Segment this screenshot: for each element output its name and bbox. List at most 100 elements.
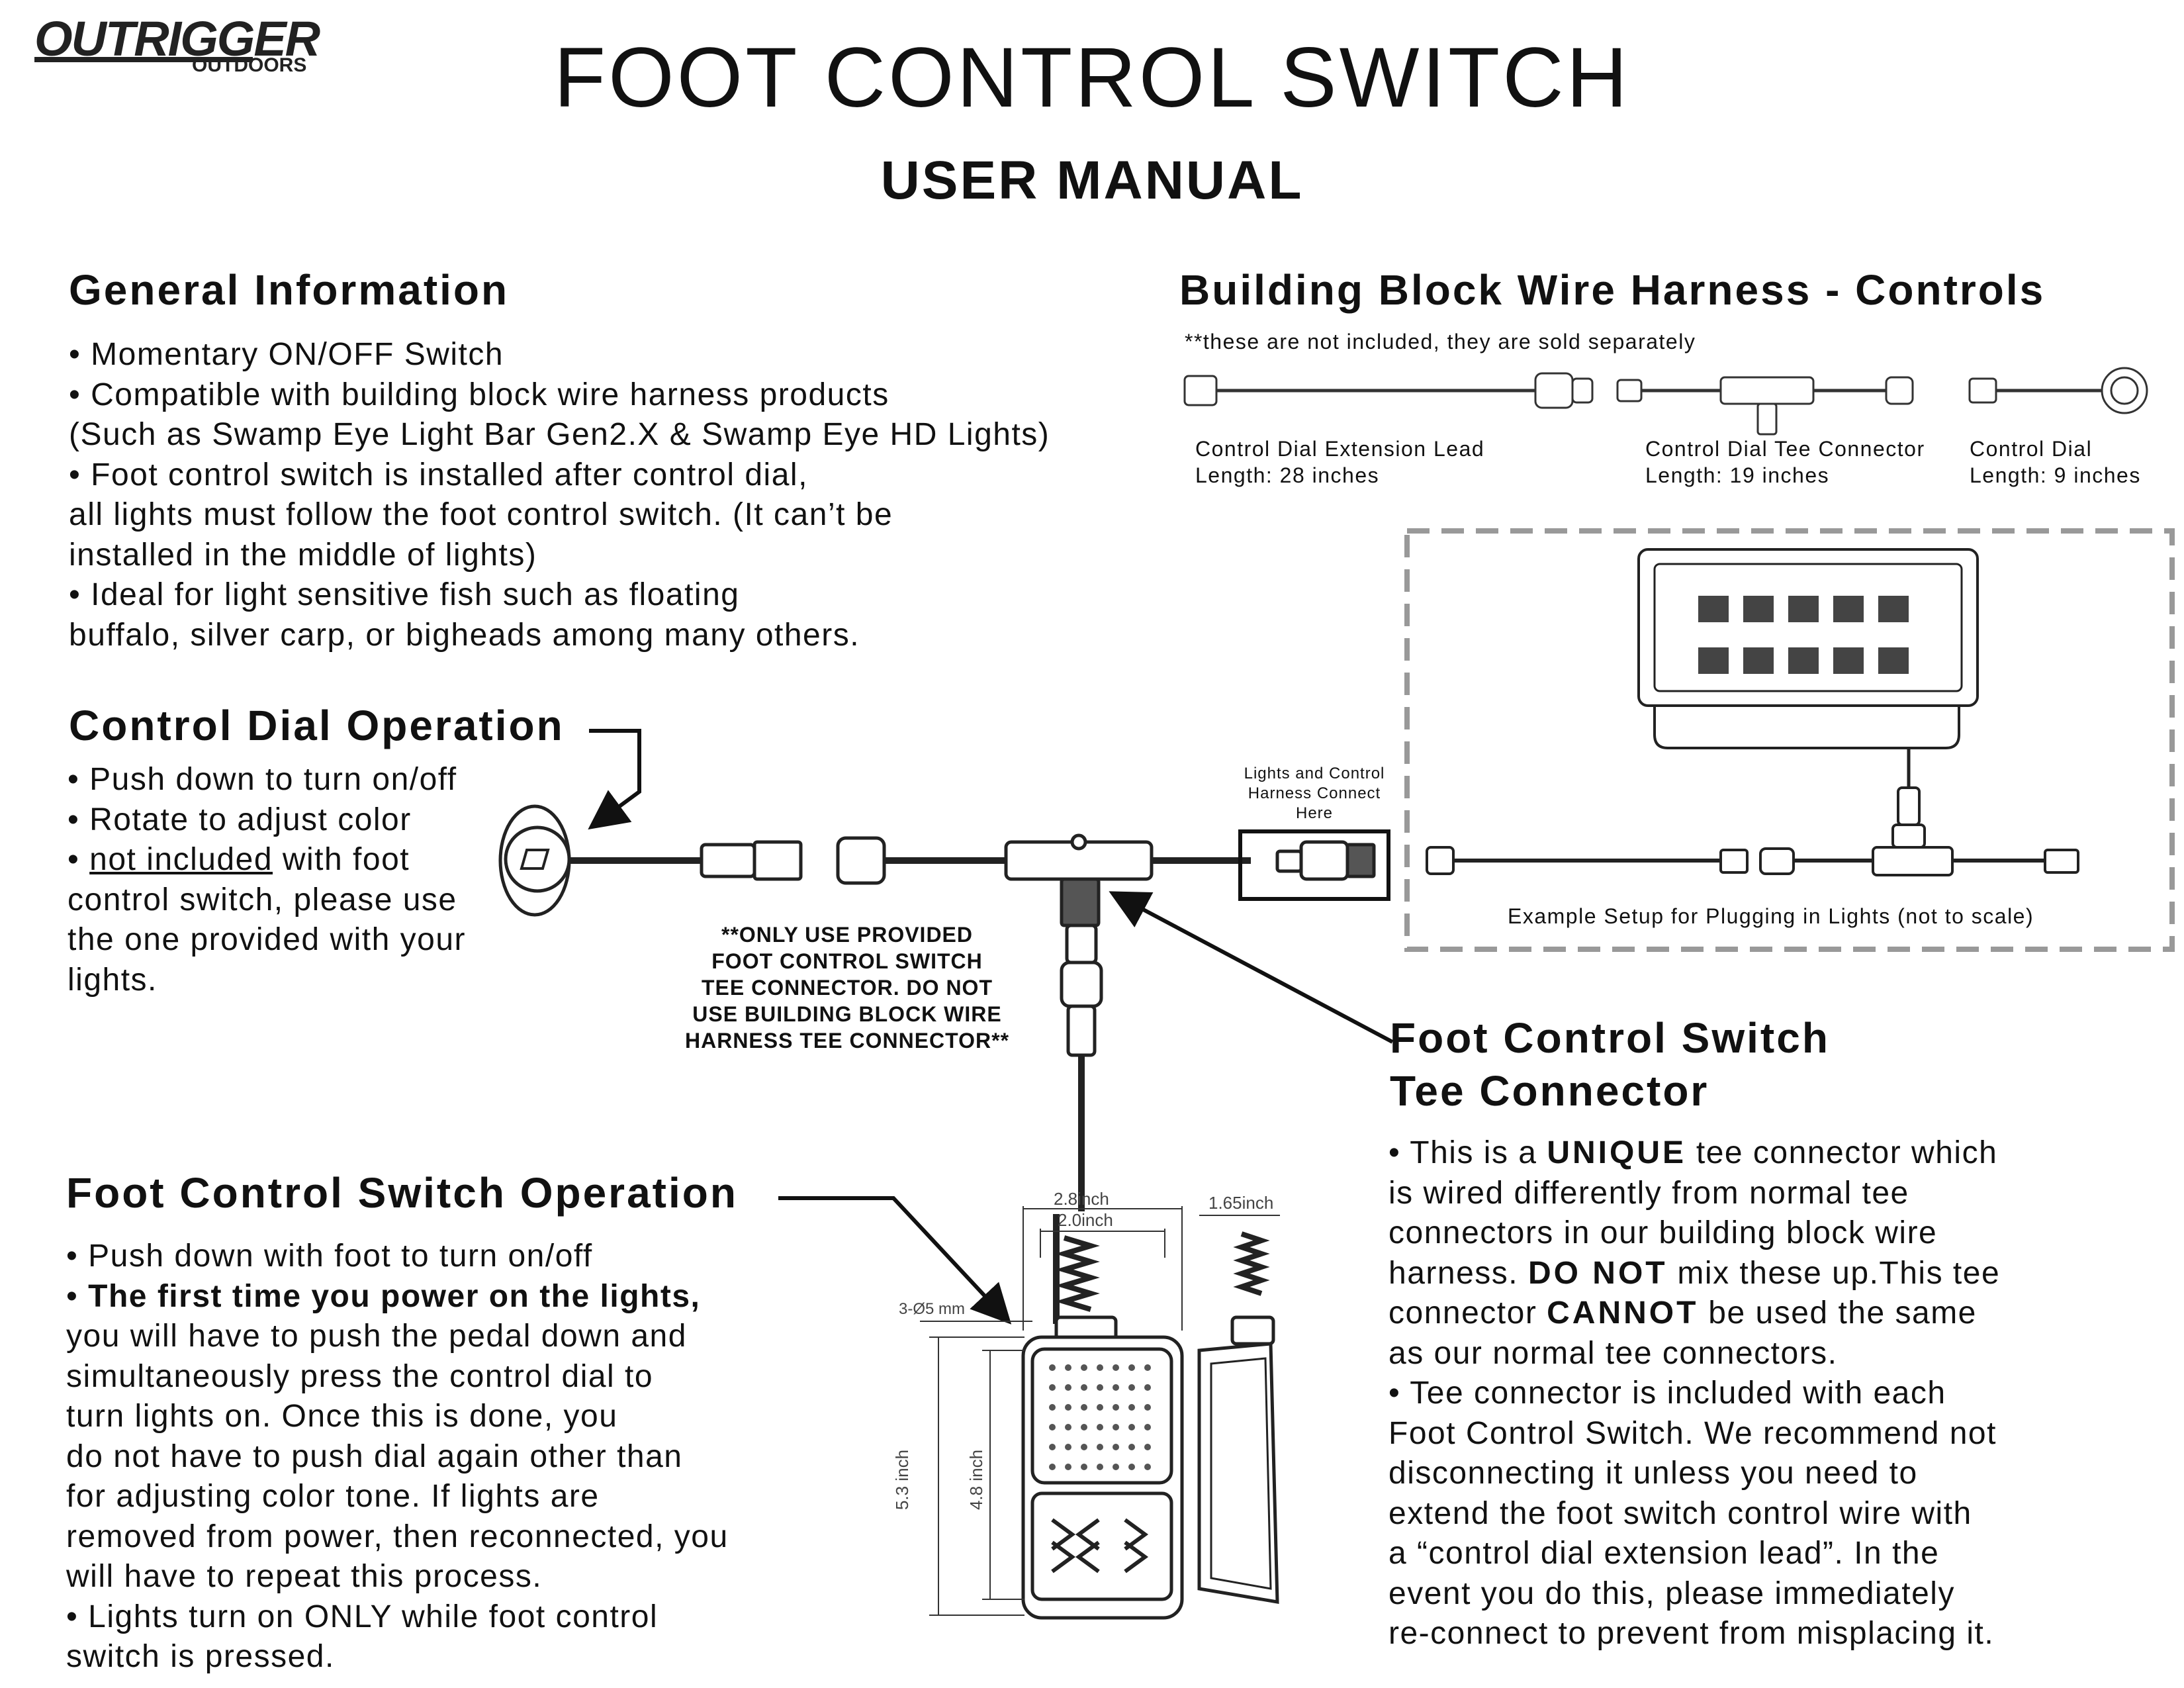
- warning-line: HARNESS TEE CONNECTOR**: [684, 1029, 1010, 1053]
- foot-callout-arrow: [778, 1196, 1012, 1325]
- dim-width-outer: 2.8inch: [1054, 1189, 1109, 1209]
- general-line: all lights must follow the foot control …: [69, 497, 893, 532]
- foot-line: switch is pressed.: [66, 1639, 335, 1674]
- harness-item-tee: Control Dial Tee Connector Length: 19 in…: [1645, 436, 1925, 489]
- foot-pedal-front-drawing: [1021, 1214, 1184, 1620]
- tee-text: • This is a: [1388, 1135, 1547, 1170]
- brand-logo: OUTRIGGER: [34, 11, 320, 66]
- page-title: FOOT CONTROL SWITCH: [553, 30, 1631, 125]
- harness-item-length: Length: 19 inches: [1645, 463, 1830, 487]
- dial-heading: Control Dial Operation: [69, 702, 565, 749]
- tee-heading-line: Tee Connector: [1390, 1067, 1709, 1115]
- harness-heading: Building Block Wire Harness - Controls: [1179, 266, 2046, 314]
- dim-depth: 1.65inch: [1208, 1193, 1274, 1213]
- cannot-emphasis: CANNOT: [1547, 1295, 1699, 1331]
- harness-item-length: Length: 9 inches: [1970, 463, 2141, 487]
- foot-pedal-side-drawing: [1197, 1231, 1279, 1604]
- foot-line: will have to repeat this process.: [66, 1559, 543, 1594]
- dial-line: the one provided with your: [68, 922, 467, 957]
- general-line: • Ideal for light sensitive fish such as…: [69, 577, 740, 612]
- dim-hole: 3-Ø5 mm: [899, 1300, 966, 1318]
- harness-item-length: Length: 28 inches: [1195, 463, 1380, 487]
- extension-lead-drawing: [1183, 372, 1594, 409]
- general-line: buffalo, silver carp, or bigheads among …: [69, 617, 860, 653]
- logo-underline: [34, 57, 253, 62]
- tee-text: harness.: [1388, 1255, 1528, 1291]
- dial-line: • Rotate to adjust color: [68, 802, 412, 837]
- main-control-dial: [498, 804, 571, 917]
- warning-line: TEE CONNECTOR. DO NOT: [702, 976, 993, 1000]
- connect-here-box: [1238, 829, 1390, 901]
- tee-line: is wired differently from normal tee: [1388, 1175, 1909, 1211]
- harness-item-name: Control Dial Tee Connector: [1645, 437, 1925, 461]
- dial-line: • not included with foot: [68, 840, 466, 880]
- tee-line: disconnecting it unless you need to: [1388, 1456, 1918, 1491]
- harness-note: **these are not included, they are sold …: [1185, 330, 1696, 353]
- tee-line: connectors in our building block wire: [1388, 1215, 1938, 1250]
- tee-heading: Foot Control Switch Tee Connector: [1390, 1011, 1830, 1117]
- dial-callout-arrow: [588, 729, 641, 830]
- tee-text: connector: [1388, 1295, 1547, 1331]
- tee-text: be used the same: [1698, 1295, 1977, 1331]
- light-fixture-drawing: [1637, 548, 1979, 849]
- dial-line: lights.: [68, 962, 158, 998]
- general-line: installed in the middle of lights): [69, 537, 537, 573]
- tee-callout-arrow: [1109, 891, 1394, 1044]
- general-info-list: • Momentary ON/OFF Switch • Compatible w…: [69, 335, 1050, 655]
- example-setup-box: [1404, 528, 2175, 952]
- foot-line: do not have to push dial again other tha…: [66, 1438, 683, 1474]
- first-time-emphasis: The first time you power on the lights,: [88, 1278, 701, 1314]
- tee-line: Foot Control Switch. We recommend not: [1388, 1415, 1997, 1451]
- tee-line: connector CANNOT be used the same: [1388, 1293, 2000, 1334]
- example-harness-drawing: [1426, 846, 2079, 876]
- tee-line: re-connect to prevent from misplacing it…: [1388, 1616, 1995, 1651]
- dimension-lines: [920, 1206, 1280, 1616]
- control-dial-drawing: [1968, 367, 2148, 414]
- foot-info-list: • Push down with foot to turn on/off • T…: [66, 1237, 729, 1677]
- tee-line: • Tee connector is included with each: [1388, 1376, 1946, 1411]
- dial-bullet: •: [68, 842, 90, 877]
- foot-line: • Push down with foot to turn on/off: [66, 1239, 593, 1274]
- tee-line: harness. DO NOT mix these up.This tee: [1388, 1254, 2000, 1294]
- tee-text: tee connector which: [1686, 1135, 1998, 1170]
- tee-connector-drawing: [1616, 376, 1914, 436]
- foot-line: you will have to push the pedal down and: [66, 1319, 687, 1354]
- foot-text: •: [66, 1278, 89, 1314]
- connect-line: Here: [1295, 804, 1334, 822]
- example-caption: Example Setup for Plugging in Lights (no…: [1508, 904, 2034, 928]
- main-harness-drawing: [569, 833, 1376, 1211]
- connect-line: Harness Connect: [1248, 784, 1381, 802]
- not-included-text: not included: [89, 842, 273, 877]
- foot-line: removed from power, then reconnected, yo…: [66, 1519, 729, 1554]
- tee-line: event you do this, please immediately: [1388, 1575, 1955, 1611]
- foot-heading: Foot Control Switch Operation: [66, 1169, 738, 1217]
- dial-line: • Push down to turn on/off: [68, 762, 457, 797]
- general-line: • Foot control switch is installed after…: [69, 457, 808, 492]
- harness-item-extension: Control Dial Extension Lead Length: 28 i…: [1195, 436, 1484, 489]
- tee-line: extend the foot switch control wire with: [1388, 1495, 1972, 1531]
- general-line: • Compatible with building block wire ha…: [69, 377, 889, 412]
- unique-emphasis: UNIQUE: [1547, 1135, 1687, 1170]
- foot-line: turn lights on. Once this is done, you: [66, 1399, 618, 1434]
- warning-line: FOOT CONTROL SWITCH: [711, 949, 983, 973]
- dim-height-outer: 5.3 inch: [892, 1449, 913, 1511]
- harness-item-name: Control Dial: [1970, 437, 2093, 461]
- foot-line: for adjusting color tone. If lights are: [66, 1479, 600, 1514]
- dim-width-inner: 2.0inch: [1058, 1210, 1113, 1230]
- dial-line-rest: with foot: [273, 842, 410, 877]
- warning-line: USE BUILDING BLOCK WIRE: [692, 1002, 1002, 1026]
- tee-info-list: • This is a UNIQUE tee connector which i…: [1388, 1133, 2000, 1654]
- general-line: • Momentary ON/OFF Switch: [69, 337, 504, 372]
- dial-line: control switch, please use: [68, 882, 457, 917]
- foot-line: • The first time you power on the lights…: [66, 1277, 729, 1317]
- warning-line: **ONLY USE PROVIDED: [721, 923, 973, 947]
- harness-item-name: Control Dial Extension Lead: [1195, 437, 1485, 461]
- general-line: (Such as Swamp Eye Light Bar Gen2.X & Sw…: [69, 417, 1050, 452]
- foot-line: • Lights turn on ONLY while foot control: [66, 1599, 659, 1634]
- dial-info-list: • Push down to turn on/off • Rotate to a…: [68, 760, 466, 1000]
- general-heading: General Information: [69, 266, 510, 314]
- harness-item-dial: Control Dial Length: 9 inches: [1970, 436, 2141, 489]
- tee-line: a “control dial extension lead”. In the: [1388, 1536, 1940, 1571]
- tee-line: • This is a UNIQUE tee connector which: [1388, 1133, 2000, 1174]
